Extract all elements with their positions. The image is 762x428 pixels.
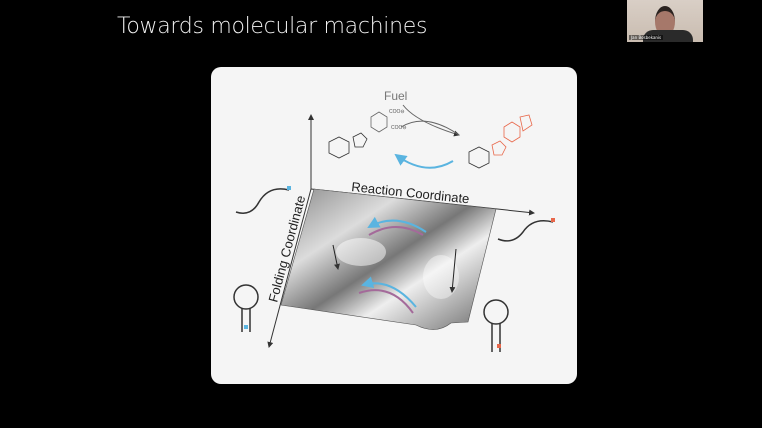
participant-video-thumbnail[interactable]: Jan Bosbekanis xyxy=(627,0,703,42)
participant-name: Jan Bosbekanis xyxy=(629,35,664,40)
molecule-left-icon: COO⊖ COO⊖ xyxy=(328,109,407,159)
svg-text:COO⊖: COO⊖ xyxy=(389,109,405,115)
purple-arrow-bottom xyxy=(358,289,414,314)
fuel-label: Fuel xyxy=(384,89,407,103)
forward-arrow xyxy=(400,120,460,136)
purple-arrow-top xyxy=(368,226,424,236)
energy-surface xyxy=(280,188,497,330)
blue-arrow-bottom xyxy=(361,276,417,308)
unfolded-strand-left-icon xyxy=(235,188,290,214)
hairpin-right-icon xyxy=(483,299,509,352)
hairpin-left-icon xyxy=(233,284,259,332)
fuel-arrow xyxy=(402,104,460,137)
energy-landscape-figure: Reaction Coordinate Folding Coordinate F… xyxy=(233,89,555,352)
folding-axis xyxy=(267,188,312,348)
svg-text:COO⊖: COO⊖ xyxy=(391,125,407,131)
blue-arrow-top xyxy=(367,216,427,233)
unfolded-strand-right-icon xyxy=(497,220,554,242)
slide-title: Towards molecular machines xyxy=(117,14,428,39)
figure-card: Reaction Coordinate Folding Coordinate F… xyxy=(211,67,577,384)
down-arrow-right xyxy=(449,248,457,293)
reverse-arrow xyxy=(394,153,454,169)
participant-head xyxy=(655,6,675,37)
molecule-right-icon xyxy=(468,114,533,169)
down-arrow-left xyxy=(332,244,340,270)
